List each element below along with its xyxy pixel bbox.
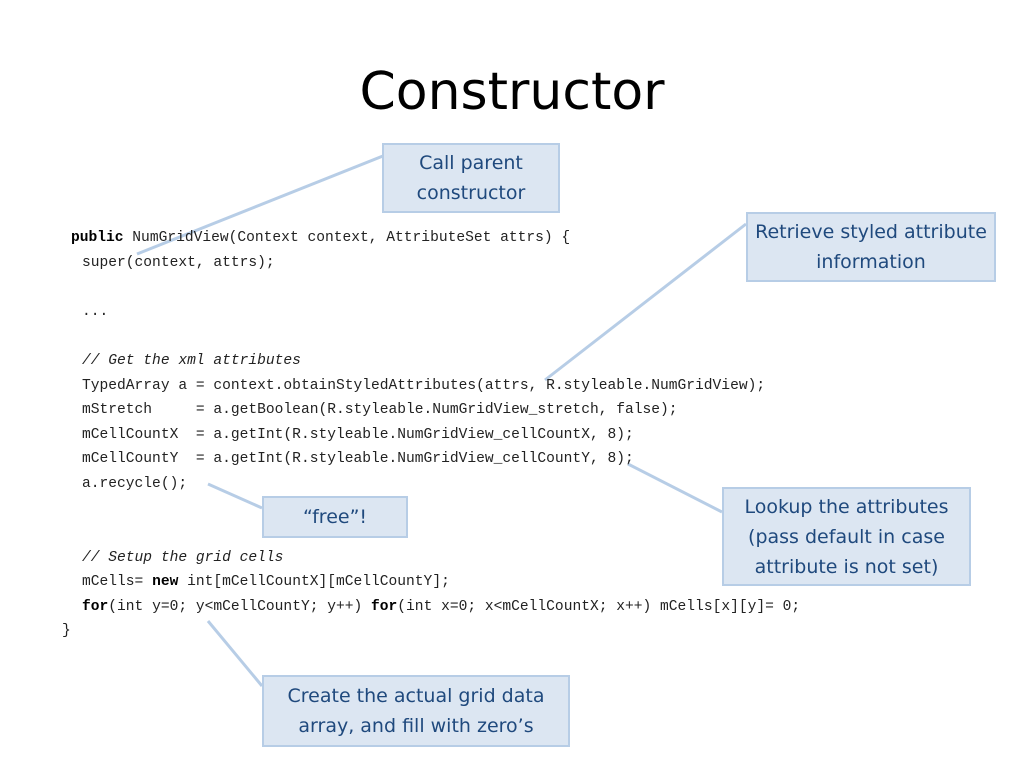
keyword: for bbox=[82, 599, 109, 615]
code-line-5: TypedArray a = context.obtainStyledAttri… bbox=[82, 378, 766, 394]
connector-create bbox=[206, 620, 264, 687]
code-comment-2: // Setup the grid cells bbox=[82, 550, 284, 566]
code-line-1: public NumGridView(Context context, Attr… bbox=[71, 231, 570, 246]
code-line-11: mCells= new int[mCellCountX][mCellCountY… bbox=[82, 575, 450, 590]
callout-retrieve-styled: Retrieve styled attribute information bbox=[746, 212, 996, 282]
connector-lookup bbox=[627, 462, 723, 514]
connector-styled bbox=[544, 222, 747, 382]
code-line-9: a.recycle(); bbox=[82, 476, 188, 492]
callout-lookup-attributes: Lookup the attributes (pass default in c… bbox=[722, 487, 971, 586]
keyword: new bbox=[152, 574, 179, 590]
code-text: (int y=0; y<mCellCountY; y++) bbox=[108, 599, 372, 615]
code-text: (int x=0; x<mCellCountX; x++) mCells[x][… bbox=[397, 599, 801, 615]
code-text: NumGridView(Context context, AttributeSe… bbox=[123, 230, 571, 246]
code-line-2: super(context, attrs); bbox=[82, 255, 275, 271]
slide-title: Constructor bbox=[359, 62, 665, 122]
code-comment-1: // Get the xml attributes bbox=[82, 353, 301, 369]
code-text: mCells= bbox=[82, 574, 153, 590]
code-line-8: mCellCountY = a.getInt(R.styleable.NumGr… bbox=[82, 451, 634, 467]
callout-free: “free”! bbox=[262, 496, 408, 538]
code-line-3: ... bbox=[82, 304, 109, 320]
callout-call-parent: Call parent constructor bbox=[382, 143, 560, 213]
connector-parent bbox=[136, 154, 384, 256]
callout-create-grid: Create the actual grid data array, and f… bbox=[262, 675, 570, 747]
code-text: int[mCellCountX][mCellCountY]; bbox=[178, 574, 450, 590]
code-line-12: for(int y=0; y<mCellCountY; y++) for(int… bbox=[82, 600, 800, 615]
keyword: public bbox=[71, 230, 124, 246]
code-line-13: } bbox=[62, 623, 71, 639]
connector-free bbox=[207, 482, 263, 510]
code-line-6: mStretch = a.getBoolean(R.styleable.NumG… bbox=[82, 402, 678, 418]
code-line-7: mCellCountX = a.getInt(R.styleable.NumGr… bbox=[82, 427, 634, 443]
keyword: for bbox=[371, 599, 398, 615]
